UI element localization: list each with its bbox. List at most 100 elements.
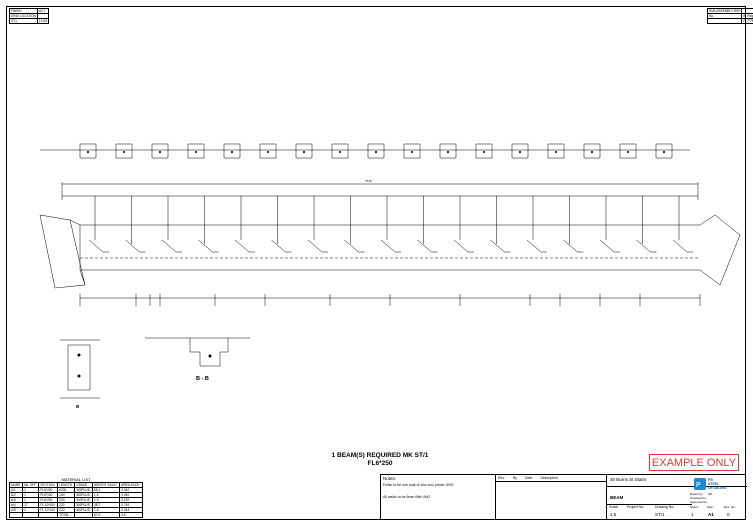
plan-tab <box>151 143 169 159</box>
top-right-box-cell: FL7*7M <box>741 18 753 24</box>
material-list-title: MATERIAL LIST <box>61 477 91 482</box>
material-list-cell: FL 10*100 <box>38 507 59 513</box>
approved-by-label: Approved by: <box>690 500 708 504</box>
plan-tab <box>403 143 421 159</box>
plan-tab <box>547 143 565 159</box>
plan-bolt <box>554 150 558 154</box>
plan-bolt <box>230 150 234 154</box>
title-line-2: FL6*250 <box>367 460 393 467</box>
company-name-3: DETAILING <box>708 486 727 490</box>
rev-label: Rev. No: <box>724 505 736 509</box>
detail-b-plate <box>67 344 91 391</box>
plan-tab <box>115 143 133 159</box>
cleat <box>490 239 511 253</box>
material-list-cell: AREA EACH <box>119 482 143 488</box>
tread-cleats <box>88 196 693 253</box>
material-list-cell: 87.6 <box>92 512 121 518</box>
svg-text:P: P <box>696 482 701 489</box>
plan-tab <box>295 143 313 159</box>
cleat <box>234 239 255 253</box>
plan-tab <box>439 143 457 159</box>
material-list-cell: 300PLUS <box>74 487 94 493</box>
material-list-cell <box>8 512 24 518</box>
plan-tabs <box>79 143 673 159</box>
plan-tab <box>259 143 277 159</box>
detail-b-label: B <box>76 404 80 409</box>
plan-tab <box>367 143 385 159</box>
note-2: All welds to be 6mm fillet UNO <box>383 495 431 499</box>
drawn-by-label: Drawn by: <box>690 492 704 496</box>
size-label: Size: <box>707 505 714 509</box>
cleat <box>198 239 219 253</box>
plan-bolt <box>266 150 270 154</box>
title-line-1: 1 BEAM(S) REQUIRED MK ST/1 <box>331 452 429 459</box>
scale-value: 1:5 <box>610 512 617 517</box>
cleat <box>344 239 365 253</box>
plan-bolt <box>194 150 198 154</box>
cleat <box>88 239 109 253</box>
sheet-label: Sheet: <box>690 505 699 509</box>
plan-bolt <box>446 150 450 154</box>
cleat <box>636 239 657 253</box>
scale-label: Scale: <box>609 505 619 509</box>
cleat <box>307 239 328 253</box>
plan-bolt <box>86 150 90 154</box>
project-panel: 30 Burns St Stairs BEAM Scale: 1:5 Proje… <box>606 474 747 520</box>
company-logo-icon: P <box>694 478 706 490</box>
cleat <box>563 239 584 253</box>
plan-tab <box>619 143 637 159</box>
example-only-stamp: EXAMPLE ONLY <box>649 454 739 471</box>
cleat <box>161 239 182 253</box>
title-block <box>380 474 746 520</box>
company-panel: P PB STEEL DETAILING Drawn by: SP Checke… <box>690 474 746 520</box>
plan-bolt <box>410 150 414 154</box>
plan-tab <box>475 143 493 159</box>
plan-bolt <box>338 150 342 154</box>
material-list-cell: WEIGHT EACH <box>92 482 121 488</box>
left-end-plate <box>39 214 86 289</box>
material-list-cell <box>22 512 40 518</box>
size-value: A1 <box>708 512 714 517</box>
company-name-1: PB <box>708 478 713 482</box>
plan-tab <box>331 143 349 159</box>
material-list-cell: 3.6 <box>119 512 143 518</box>
rev-header-desc: Description <box>540 476 558 480</box>
checked-by-label: Checked by: <box>690 496 707 500</box>
revision-block: Rev. By Date Description <box>495 474 606 520</box>
plan-bolt <box>302 150 306 154</box>
section-bb-label: B - B <box>196 376 209 382</box>
sheet-value: 1 <box>691 512 694 517</box>
plan-tab <box>187 143 205 159</box>
plan-bolt <box>374 150 378 154</box>
plan-tab <box>655 143 673 159</box>
cleat <box>526 239 547 253</box>
rev-header-rev: Rev. <box>498 476 505 480</box>
plan-bolt <box>626 150 630 154</box>
plan-tab <box>583 143 601 159</box>
project-no-label: Project No: <box>627 505 645 509</box>
top-right-box-row: FL7*7M <box>706 18 753 24</box>
material-list-cell: FL 10*100 <box>38 502 59 508</box>
overall-dim-text: 7615 <box>365 179 372 183</box>
plan-bolt <box>518 150 522 154</box>
plan-bolt <box>158 150 162 154</box>
material-list-cell: SECTION <box>38 482 59 488</box>
drawing-title: 1 BEAM(S) REQUIRED MK ST/1 FL6*250 <box>300 452 460 468</box>
cleat <box>271 239 292 253</box>
sheet-border <box>6 6 746 520</box>
right-end-plate <box>699 214 741 286</box>
cleat <box>453 239 474 253</box>
drawn-by-value: SP <box>708 492 713 496</box>
plan-tab <box>79 143 97 159</box>
plan-bolt <box>122 150 126 154</box>
cleat <box>125 239 146 253</box>
top-right-box-cell <box>706 18 743 24</box>
rev-header-date: Date <box>525 476 533 480</box>
plan-bolt <box>662 150 666 154</box>
